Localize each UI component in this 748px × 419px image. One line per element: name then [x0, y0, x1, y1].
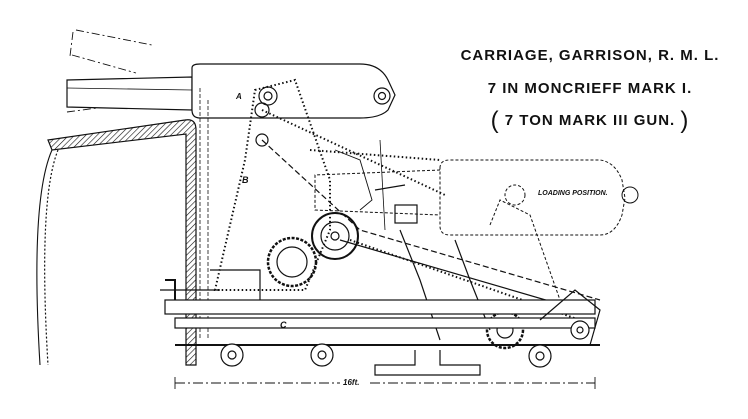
dimension-line — [174, 377, 596, 389]
part-c-label: C — [280, 320, 287, 330]
elevator-frame — [213, 78, 601, 341]
loading-position-label: LOADING POSITION. — [538, 190, 608, 197]
close-paren: ) — [680, 107, 690, 134]
gears — [266, 212, 525, 350]
open-paren: ( — [490, 107, 500, 134]
wheels — [220, 320, 590, 368]
part-a-label: A — [236, 92, 242, 101]
title-line-2: 7 IN MONCRIEFF MARK I. — [487, 80, 693, 97]
gun-loading-position — [314, 159, 639, 301]
emplacement-wall — [36, 119, 197, 366]
title-line-1: CARRIAGE, GARRISON, R. M. L. — [460, 47, 720, 64]
base-frame — [160, 269, 601, 376]
part-b-label: B — [242, 175, 249, 185]
title-line-3-text: 7 TON MARK III GUN. — [504, 112, 676, 129]
title-line-3: ( 7 TON MARK III GUN. ) — [440, 107, 740, 135]
gun-firing-position — [66, 63, 396, 340]
overall-length-label: 16ft. — [343, 378, 360, 387]
